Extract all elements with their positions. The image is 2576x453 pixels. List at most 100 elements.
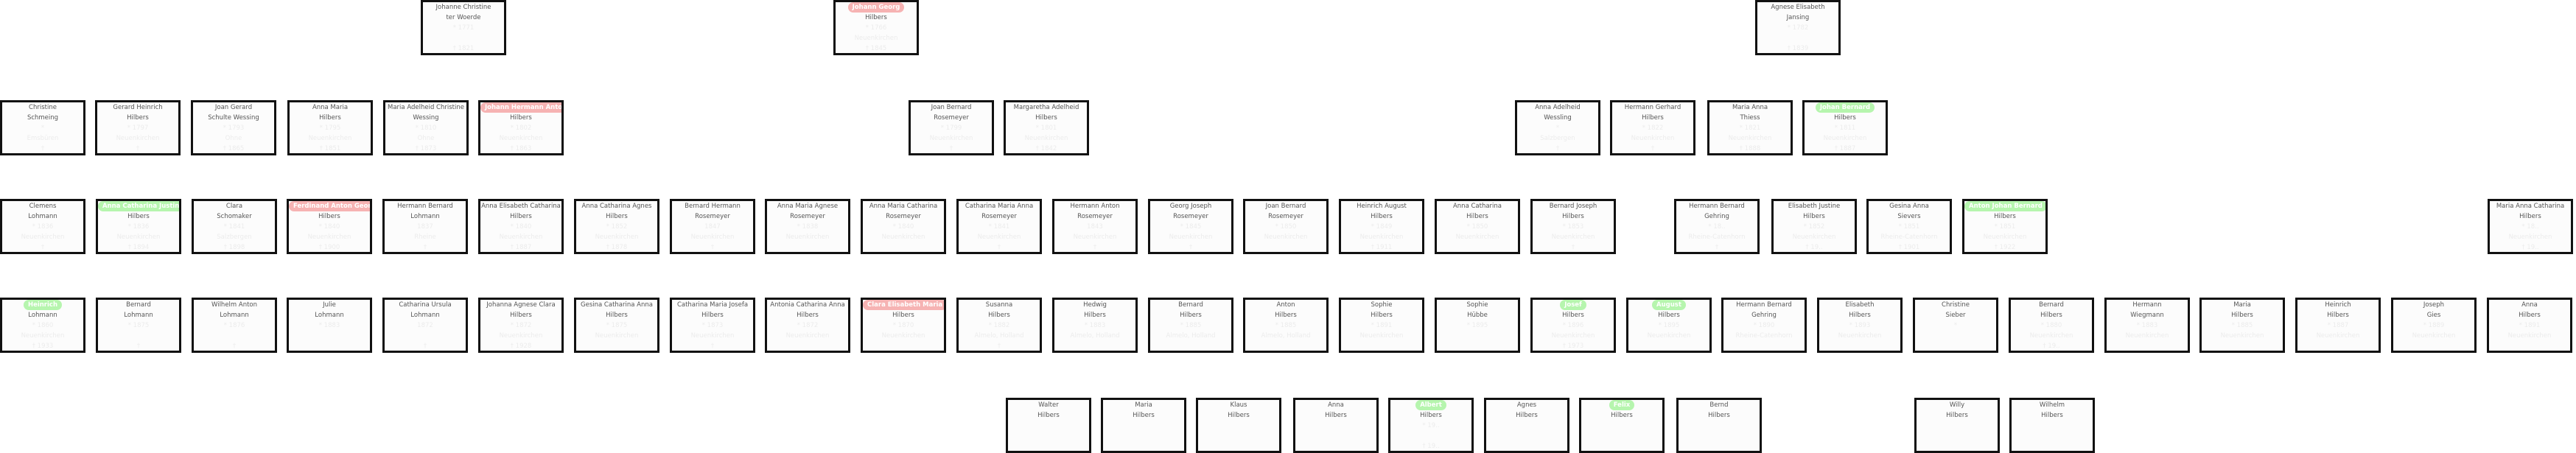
person-surname-line: Hilbers — [1198, 410, 1279, 421]
person-death-line: † 1863 — [480, 144, 561, 153]
person-surname-line: Hilbers — [1628, 310, 1709, 320]
person-death-line: † — [1517, 144, 1598, 153]
person-place-line — [1917, 431, 1998, 441]
person-birth: * 1840 — [892, 223, 914, 231]
person-surname-line: Hilbers — [1612, 113, 1693, 123]
person-given-line: Anna Maria Agnese — [767, 201, 848, 211]
person-surname: Hilbers — [1037, 412, 1060, 419]
person-death-line — [1915, 341, 1996, 351]
person-surname: Lohmann — [410, 312, 440, 319]
person-surname-line: Gehring — [1676, 211, 1757, 222]
person-birth-line — [1198, 421, 1279, 431]
person-surname: Hilbers — [510, 312, 532, 319]
person-given-highlighted: Ferdinand Anton Georg — [289, 201, 370, 211]
person-surname-line: Hilbers — [98, 211, 179, 222]
person-birth-line: * 1853 — [1533, 222, 1614, 232]
person-surname: Hilbers — [606, 312, 628, 319]
person-birth: * 1895 — [1466, 322, 1488, 329]
person-given-line: Johanne Christine — [423, 2, 504, 13]
person-birth: * 1793 — [223, 124, 245, 132]
person-birth: * 1875 — [127, 322, 150, 329]
person-place: Neuenkirchen — [1359, 233, 1404, 241]
person-death: † — [997, 244, 1001, 251]
person-given-line: Maria Adelheid Christine — [385, 102, 466, 113]
person-place-line — [1390, 431, 1471, 441]
